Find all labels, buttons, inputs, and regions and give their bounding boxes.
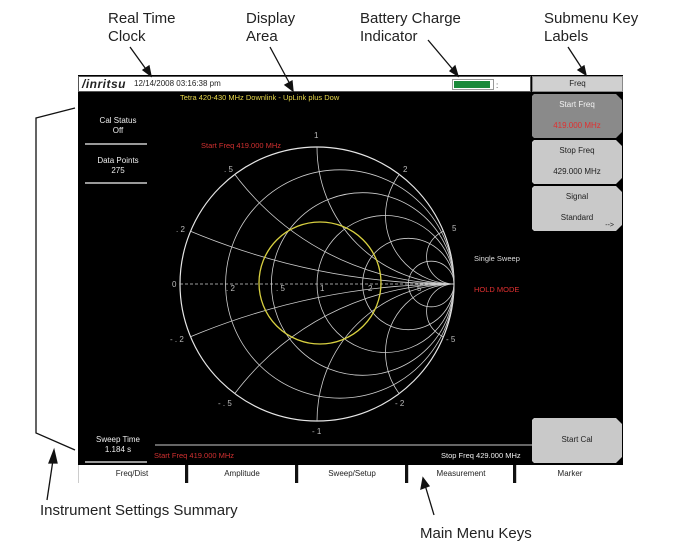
svg-text:. 2: . 2 (226, 284, 235, 293)
settings-divider (85, 143, 147, 145)
callout-line: Clock (108, 28, 146, 45)
data-points: Data Points 275 (78, 156, 158, 176)
key-value: 429.000 MHz (553, 167, 601, 176)
callout-line: Real Time (108, 10, 176, 27)
callout-line: Submenu Key (544, 10, 639, 27)
status-header: /inritsu 12/14/2008 03:16:38 pm : (78, 76, 531, 92)
svg-text:- 5: - 5 (446, 335, 456, 344)
display-title: Tetra 420-430 MHz Downlink - UpLink plus… (180, 93, 340, 102)
main-menu-sweep-setup[interactable]: Sweep/Setup (298, 465, 405, 483)
key-value: 419.000 MHz (553, 121, 601, 130)
svg-text:. 5: . 5 (224, 165, 233, 174)
cal-status: Cal Status Off (78, 116, 158, 136)
menu-divider (295, 465, 298, 483)
callout-submenu: Submenu Key Labels (544, 10, 638, 46)
svg-text:5: 5 (417, 284, 422, 293)
svg-text:2: 2 (403, 165, 408, 174)
start-cal-key[interactable]: Start Cal (532, 418, 622, 463)
stop-freq-key[interactable]: Stop Freq 429.000 MHz (532, 140, 622, 184)
measurement-trace (258, 221, 382, 345)
cal-status-value: Off (112, 126, 124, 135)
svg-text:1: 1 (320, 284, 325, 293)
anritsu-logo: /inritsu (82, 77, 127, 91)
main-menu-amplitude[interactable]: Amplitude (188, 465, 295, 483)
callout-line: Indicator (360, 28, 418, 45)
main-menu-freq-dist[interactable]: Freq/Dist (78, 465, 185, 483)
svg-text:. 5: . 5 (276, 284, 285, 293)
menu-divider (513, 465, 516, 483)
svg-text:0: 0 (172, 280, 177, 289)
start-freq-marker: Start Freq 419.000 MHz (201, 141, 282, 150)
callout-line: Battery Charge (360, 10, 461, 27)
bottom-start-freq: Start Freq 419.000 MHz (154, 451, 235, 460)
main-menu-measurement[interactable]: Measurement (408, 465, 513, 483)
data-points-value: 275 (111, 166, 125, 175)
callout-real-time-clock: Real Time Clock (108, 10, 176, 46)
cal-status-label: Cal Status (99, 116, 137, 125)
callout-settings-summary: Instrument Settings Summary (40, 502, 238, 519)
settings-divider (85, 182, 147, 184)
menu-divider (185, 465, 188, 483)
submenu-title: Freq (532, 76, 623, 92)
svg-text:5: 5 (452, 224, 457, 233)
callout-line: Area (246, 28, 278, 45)
callout-main-menu: Main Menu Keys (420, 525, 532, 542)
main-menu-marker[interactable]: Marker (516, 465, 623, 483)
data-points-label: Data Points (97, 156, 139, 165)
callout-battery: Battery Charge Indicator (360, 10, 461, 46)
key-label: Signal (565, 192, 589, 201)
settings-divider (85, 461, 147, 463)
svg-text:2: 2 (368, 284, 373, 293)
sweep-mode: Single Sweep (474, 254, 520, 263)
bottom-stop-freq: Stop Freq 429.000 MHz (441, 451, 521, 460)
sweep-time-label: Sweep Time (95, 435, 141, 444)
key-label: Start Cal (561, 435, 593, 444)
svg-text:1: 1 (314, 131, 319, 140)
sweep-time-value: 1.184 s (104, 445, 132, 454)
svg-text:- 2: - 2 (395, 399, 405, 408)
svg-text:. 2: . 2 (176, 225, 185, 234)
submenu-arrow-icon: --> (605, 222, 614, 229)
key-value: Standard (560, 213, 594, 222)
hold-mode: HOLD MODE (474, 285, 520, 294)
battery-icon: : (452, 79, 498, 90)
callout-line: Labels (544, 28, 589, 45)
battery-fill (454, 81, 490, 88)
key-label: Stop Freq (559, 146, 595, 155)
callout-display-area: Display Area (246, 10, 295, 46)
signal-standard-key[interactable]: Signal Standard --> (532, 186, 622, 231)
start-freq-key[interactable]: Start Freq 419.000 MHz (532, 94, 622, 138)
menu-divider (405, 465, 408, 483)
sweep-time: Sweep Time 1.184 s (78, 435, 158, 455)
real-time-clock: 12/14/2008 03:16:38 pm (134, 79, 221, 88)
svg-text:- . 5: - . 5 (218, 399, 232, 408)
key-label: Start Freq (559, 100, 595, 109)
svg-text:- 1: - 1 (312, 427, 322, 436)
callout-line: Display (246, 10, 296, 27)
battery-tip: : (496, 81, 499, 90)
svg-text:- . 2: - . 2 (170, 335, 184, 344)
